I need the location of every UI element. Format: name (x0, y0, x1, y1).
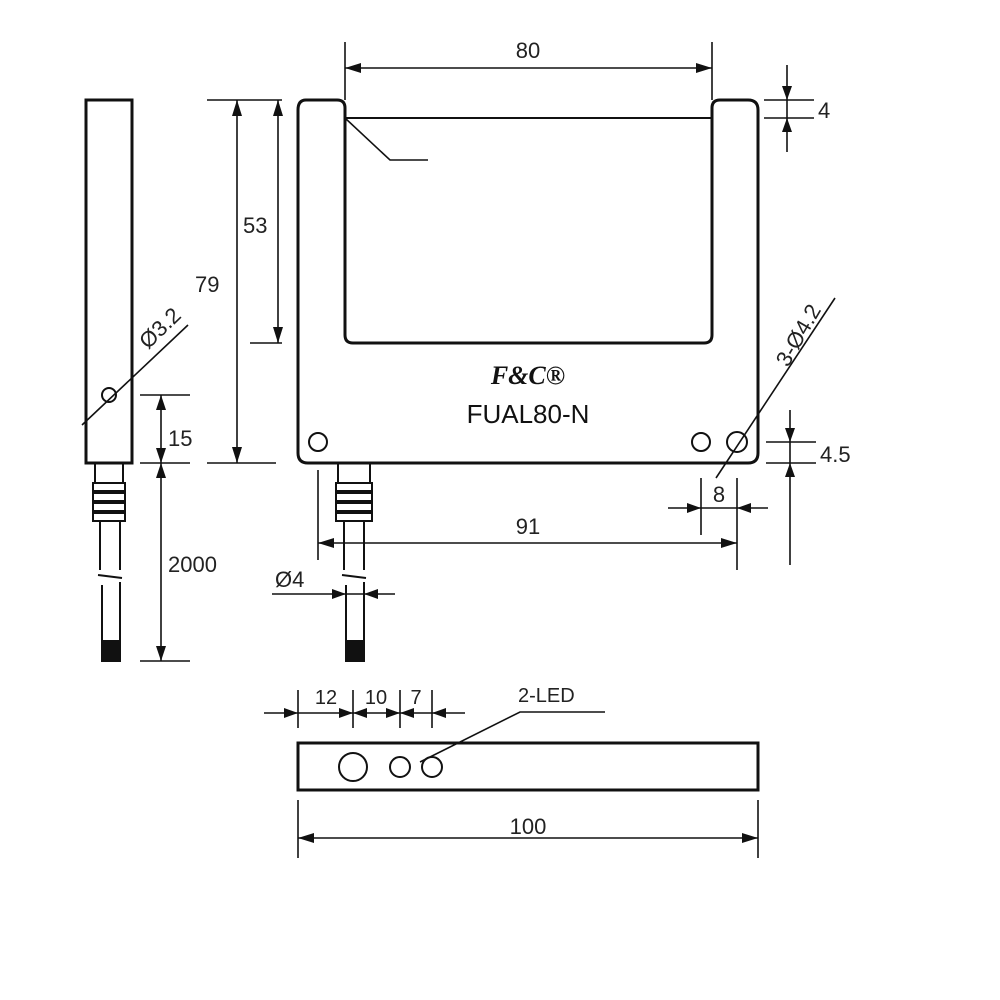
cable-dia-dimension: Ø4 (272, 567, 395, 599)
hole-span-label: 91 (516, 514, 540, 539)
hole-offset-dimension: 4.5 (766, 410, 851, 565)
spacing-2-label: 10 (365, 687, 387, 709)
top-width-label: 80 (516, 38, 540, 63)
bottom-view: 2-LED (296, 685, 760, 792)
hole-spacing-dimension: 8 (668, 478, 768, 570)
bottom-length-label: 100 (510, 814, 547, 839)
hole-offset-label: 4.5 (820, 442, 851, 467)
side-hole-dia-label: Ø3.2 (134, 302, 186, 353)
mount-hole-left (308, 432, 328, 452)
front-view: F&C® FUAL80-N (296, 98, 760, 662)
cable-dimensions: 15 2000 (140, 394, 217, 662)
led-1 (389, 756, 411, 778)
mount-hole-callout: 3-Ø4.2 (715, 297, 836, 479)
slot-depth-label: 53 (243, 213, 267, 238)
bottom-spacing-dimension: 12 10 7 (264, 687, 465, 728)
side-hole (101, 387, 117, 403)
side-view-body (84, 98, 134, 465)
led-2 (421, 756, 443, 778)
arm-thickness-dimension: 4 (764, 65, 830, 152)
cable-length-label: 2000 (168, 552, 217, 577)
arm-thickness-label: 4 (818, 98, 830, 123)
cable-offset-label: 15 (168, 426, 192, 451)
height-dimensions: 79 53 (195, 99, 283, 464)
led-label: 2-LED (518, 685, 575, 707)
bottom-length-dimension: 100 (297, 800, 759, 858)
bottom-view-body (296, 741, 760, 792)
side-view: Ø3.2 (81, 98, 189, 662)
side-connector (92, 462, 126, 662)
led-leader (419, 711, 605, 763)
mount-holes-label: 3-Ø4.2 (771, 300, 826, 371)
model-label: FUAL80-N (467, 399, 590, 429)
top-width-dimension: 80 (344, 38, 713, 100)
hole-span-dimension: 91 (317, 470, 737, 560)
brand-logo: F&C® (490, 361, 565, 390)
side-hole-leader (81, 324, 189, 426)
total-height-label: 79 (195, 272, 219, 297)
hole-spacing-label: 8 (713, 482, 725, 507)
cable-dia-label: Ø4 (275, 567, 304, 592)
front-view-body (296, 98, 760, 465)
mount-hole-mid (691, 432, 711, 452)
slot-leader (344, 117, 428, 161)
bottom-hole-large (338, 752, 368, 782)
front-connector (335, 462, 373, 662)
spacing-3-label: 7 (410, 687, 421, 709)
spacing-1-label: 12 (315, 687, 337, 709)
mount-hole-right (726, 431, 748, 453)
